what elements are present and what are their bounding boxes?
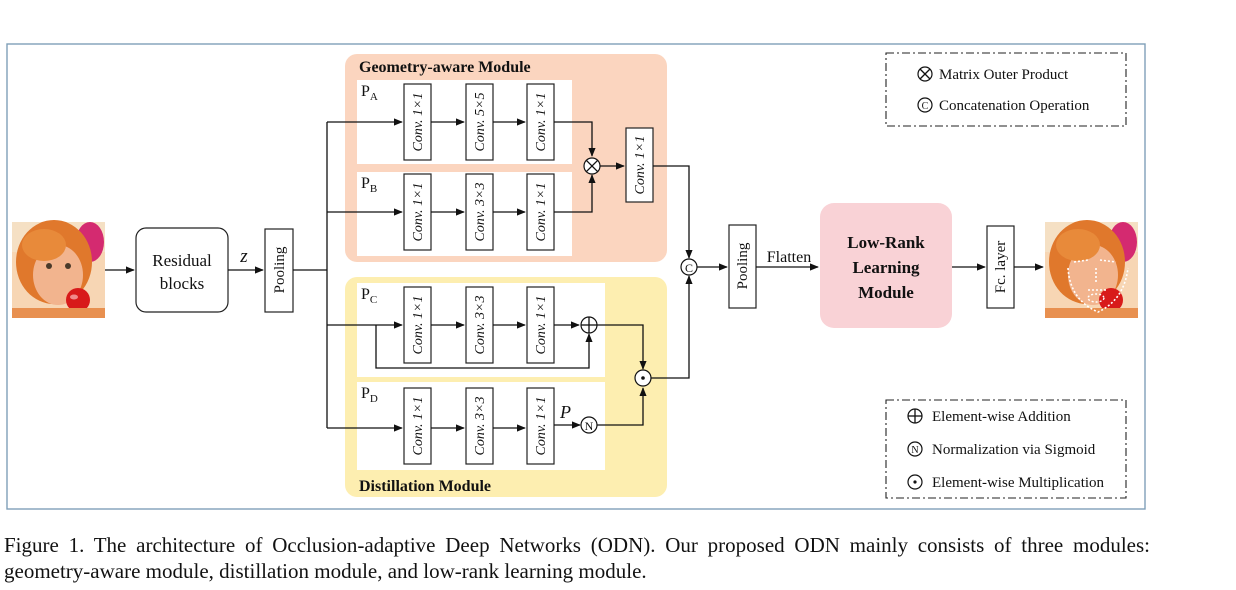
low-rank-line3: Module (858, 283, 914, 302)
legend-concatenation: Concatenation Operation (939, 98, 1090, 114)
pb-conv-3-label: Conv. 1×1 (534, 183, 549, 242)
pooling-label-2: Pooling (735, 242, 751, 289)
residual-blocks-box (135, 227, 229, 313)
low-rank-line1: Low-Rank (847, 233, 925, 252)
architecture-diagram: Residual blocks z Pooling Geometry-aware… (6, 43, 1146, 510)
pc-conv-2-label: Conv. 3×3 (473, 296, 488, 355)
pc-conv-3-label: Conv. 1×1 (534, 296, 549, 355)
output-face-image (1045, 220, 1138, 318)
legend-addition-icon (907, 408, 923, 424)
legend-top (885, 52, 1127, 127)
pd-conv-2-label: Conv. 3×3 (473, 397, 488, 456)
legend-addition: Element-wise Addition (932, 409, 1071, 425)
pc-conv-3 (526, 286, 555, 364)
residual-blocks-line2: blocks (160, 274, 204, 293)
pc-conv-1-label: Conv. 1×1 (411, 296, 426, 355)
svg-text:N: N (585, 419, 594, 433)
legend-multiplication: Element-wise Multiplication (932, 475, 1105, 491)
p-label: P (559, 402, 571, 422)
pooling-label-1: Pooling (272, 246, 288, 293)
legend-concatenation-icon: C (917, 97, 933, 113)
pd-conv-3 (526, 387, 555, 465)
low-rank-learning-module (820, 203, 952, 328)
z-label: z (239, 246, 248, 267)
low-rank-line2: Learning (852, 258, 920, 277)
legend-outer-product: Matrix Outer Product (939, 67, 1069, 83)
legend-sigmoid-icon: N (907, 441, 923, 457)
outer-product-op (583, 157, 601, 175)
pd-conv-3-label: Conv. 1×1 (534, 397, 549, 456)
pc-conv-1 (403, 286, 432, 364)
pooling-box-2 (728, 224, 757, 309)
geometry-aware-module-title: Geometry-aware Module (359, 59, 531, 76)
branch-pd-label: PD (361, 385, 378, 405)
sigmoid-normalization-op: N (580, 416, 598, 434)
merge-conv (625, 127, 654, 203)
element-wise-multiplication-op (634, 369, 652, 387)
legend-outer-product-icon (917, 66, 933, 82)
pb-conv-1-label: Conv. 1×1 (411, 183, 426, 242)
pb-conv-2-label: Conv. 3×3 (473, 183, 488, 242)
distillation-module-title: Distillation Module (359, 478, 491, 495)
pa-conv-1 (403, 83, 432, 161)
figure-frame (6, 43, 1146, 510)
input-face-image (12, 220, 105, 318)
concatenation-op: C (680, 258, 698, 276)
svg-text:C: C (685, 261, 693, 275)
pd-conv-1 (403, 387, 432, 465)
pb-conv-2 (465, 173, 494, 251)
legend-multiplication-icon (907, 474, 923, 490)
legend-sigmoid: Normalization via Sigmoid (932, 442, 1096, 458)
fc-layer-box (986, 225, 1015, 309)
branch-pb-label: PB (361, 175, 377, 195)
residual-blocks-line1: Residual (152, 251, 212, 270)
pa-conv-1-label: Conv. 1×1 (411, 93, 426, 152)
fc-layer-label: Fc. layer (993, 241, 1009, 293)
legend-bottom (885, 399, 1127, 499)
svg-text:C: C (922, 101, 929, 112)
branch-pa-label: PA (361, 83, 378, 103)
svg-text:N: N (911, 445, 918, 456)
pd-conv-1-label: Conv. 1×1 (411, 397, 426, 456)
branch-pc-label: PC (361, 286, 377, 306)
element-wise-addition-op (580, 316, 598, 334)
pc-conv-2 (465, 286, 494, 364)
figure-caption: Figure 1. The architecture of Occlusion-… (4, 533, 1150, 583)
pd-conv-2 (465, 387, 494, 465)
flatten-label: Flatten (767, 249, 811, 266)
pa-conv-2 (465, 83, 494, 161)
pa-conv-2-label: Conv. 5×5 (473, 93, 488, 152)
pa-conv-3-label: Conv. 1×1 (534, 93, 549, 152)
merge-conv-label: Conv. 1×1 (633, 136, 648, 195)
